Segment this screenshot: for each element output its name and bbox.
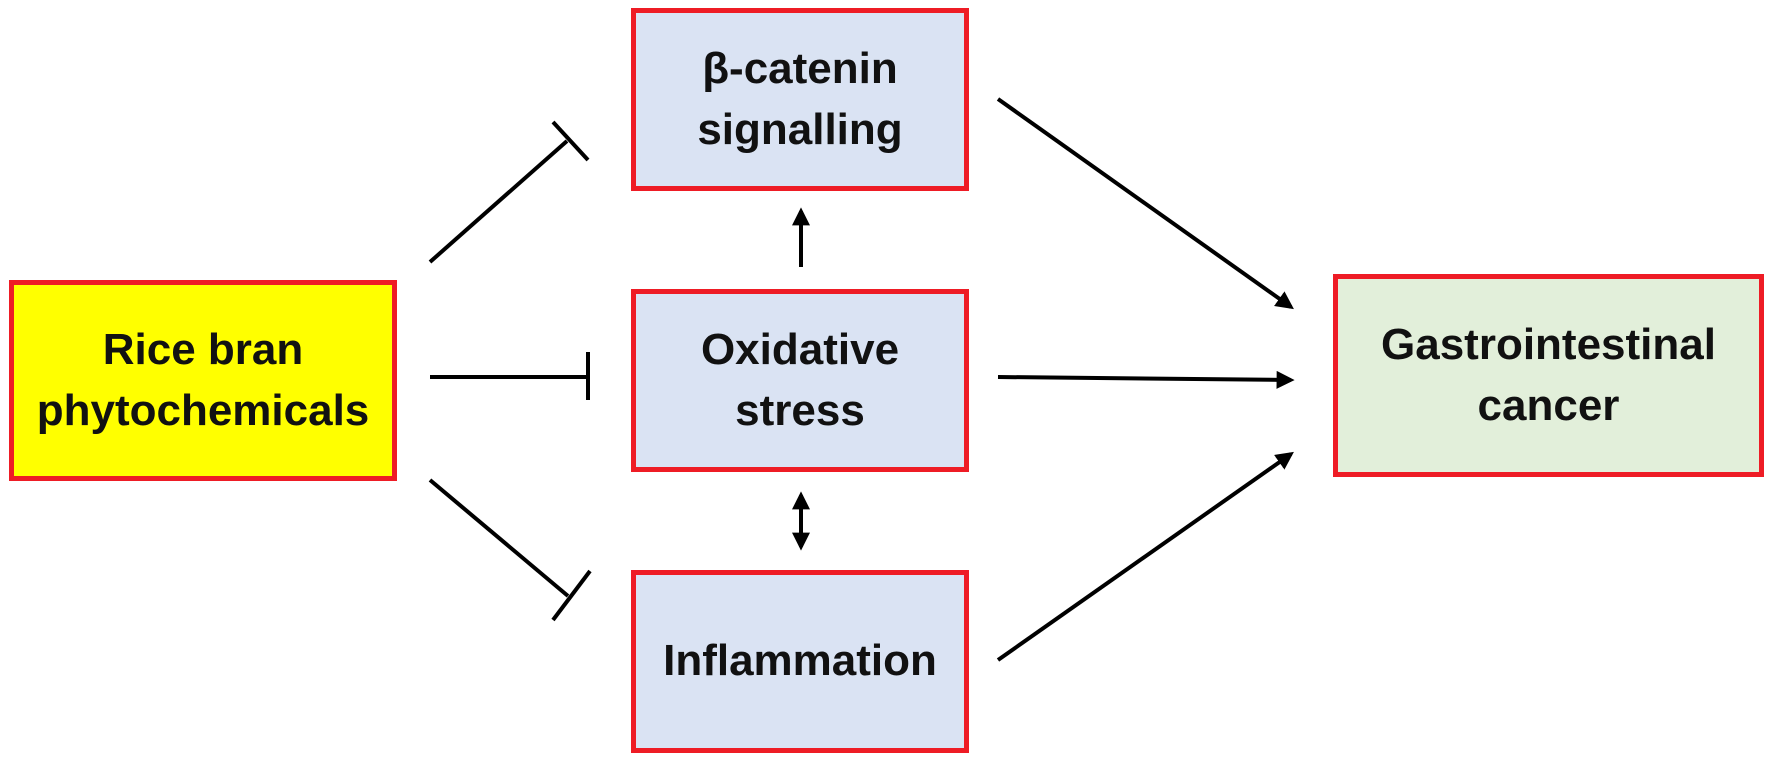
node-inflammation-line1: Inflammation (663, 636, 937, 686)
edge-beta-catenin-to-outcome (996, 97, 1294, 310)
node-beta-catenin-signalling-line2: signalling (697, 104, 903, 154)
node-gastrointestinal-cancer-line1: Gastrointestinal (1381, 319, 1716, 369)
node-gastrointestinal-cancer: Gastrointestinal cancer (1333, 274, 1764, 477)
edge-source-inhibits-inflammation (428, 478, 592, 622)
node-rice-bran-phytochemicals: Rice bran phytochemicals (9, 280, 397, 481)
node-beta-catenin-signalling: β-catenin signalling (631, 8, 969, 191)
node-oxidative-stress-line1: Oxidative (700, 324, 900, 374)
node-rice-bran-phytochemicals-line2: phytochemicals (36, 385, 370, 435)
node-beta-catenin-signalling-line1: β-catenin (702, 43, 898, 93)
edge-oxidative-stress-to-outcome (997, 370, 1295, 389)
node-inflammation: Inflammation (631, 570, 969, 753)
node-oxidative-stress: Oxidative stress (631, 289, 969, 472)
edge-source-inhibits-beta-catenin (428, 120, 590, 264)
edge-inflammation-to-outcome (996, 451, 1294, 662)
edge-source-inhibits-oxidative-stress (430, 352, 590, 400)
node-oxidative-stress-line2: stress (735, 385, 865, 435)
node-rice-bran-phytochemicals-line1: Rice bran (102, 324, 304, 374)
node-gastrointestinal-cancer-line2: cancer (1477, 380, 1620, 430)
